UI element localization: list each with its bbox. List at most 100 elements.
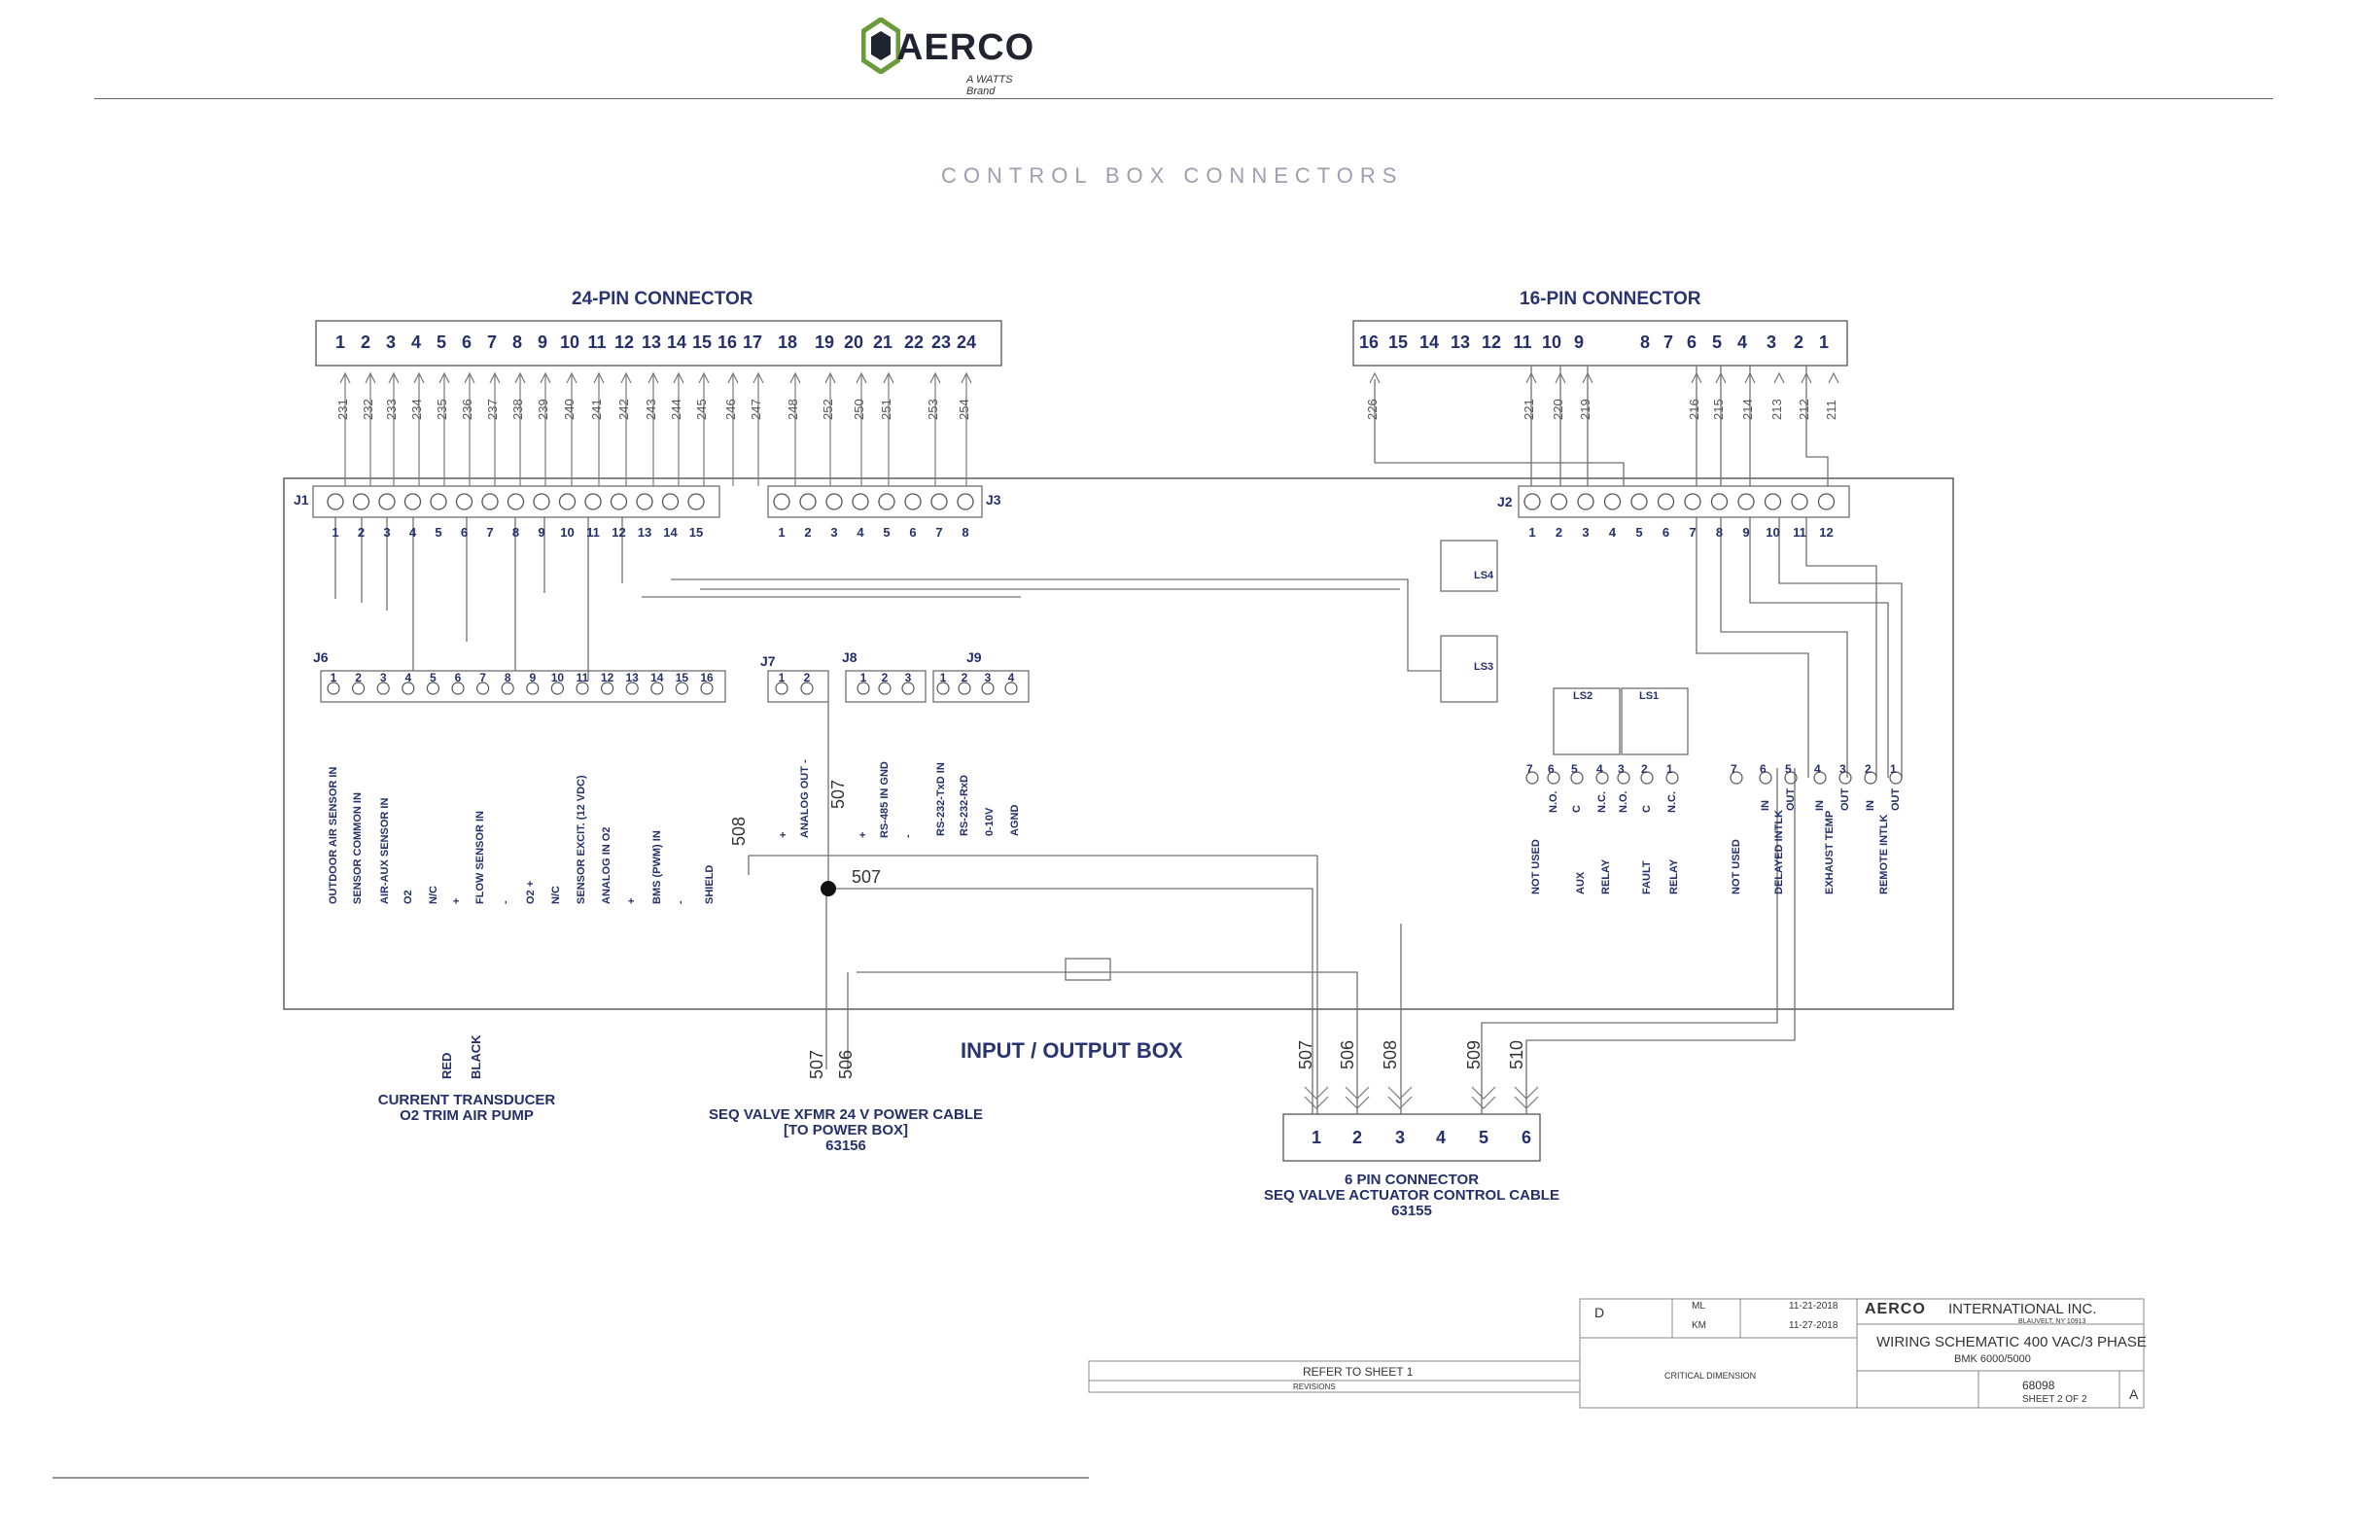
j6-signal-label: ANALOG IN O2 — [601, 826, 612, 904]
j8-pin-number: 2 — [881, 671, 889, 684]
j3-pin-circle — [825, 493, 843, 510]
connector24-arrow — [339, 371, 351, 384]
j2-right-terminal-circle — [1759, 771, 1772, 785]
power-wire-507: 507 — [807, 1049, 826, 1079]
j8-pin-circle — [878, 682, 892, 695]
j6-signal-label: O2 — [402, 890, 414, 904]
connector16-wire-label: 221 — [1522, 399, 1536, 420]
j6-pin-circle — [526, 682, 540, 695]
j1-pin-number: 13 — [637, 525, 652, 540]
connector24-pin: 5 — [436, 332, 446, 352]
j1-pin-circle — [352, 493, 370, 510]
tb-drawn-by: ML — [1692, 1301, 1705, 1312]
connector24-wire-label: 245 — [694, 399, 709, 420]
j9-signal-label: RS-232-TxD IN — [935, 762, 947, 836]
connector16-pin: 8 — [1639, 332, 1650, 352]
connector16-arrow — [1691, 371, 1702, 384]
connector24-arrow — [566, 371, 578, 384]
section-title: CONTROL BOX CONNECTORS — [941, 163, 1404, 188]
logo-wordmark: AERCO — [896, 27, 1035, 68]
j6-pin-circle — [476, 682, 490, 695]
j2-left-terminal-circle — [1525, 771, 1539, 785]
logo-subtitle: A WATTS Brand — [966, 74, 1013, 97]
connector16-pin: 13 — [1450, 332, 1471, 352]
j6-signal-label: SENSOR COMMON IN — [352, 792, 364, 904]
j3-pin-circle — [904, 493, 922, 510]
connector16-arrow — [1525, 371, 1537, 384]
power-cable-line3: 63156 — [825, 1138, 866, 1154]
connector24-arrow — [648, 371, 659, 384]
j2-right-terminal-code: IN — [1865, 800, 1876, 811]
j9-pin-circle — [981, 682, 995, 695]
j3-pin-circle — [957, 493, 974, 510]
j7-pin-circle — [775, 682, 788, 695]
j2-pin-circle — [1550, 493, 1568, 510]
j2-left-terminal-circle — [1595, 771, 1609, 785]
j6-pin-circle — [550, 682, 565, 695]
j3-pin-circle — [930, 493, 948, 510]
j6-pin-circle — [501, 682, 514, 695]
connector24-arrow — [883, 371, 894, 384]
j2-right-terminal-number: 2 — [1865, 762, 1872, 776]
connector16-arrow — [1369, 371, 1381, 384]
j1-pin-circle — [403, 493, 422, 510]
connector24-wire-label: 246 — [723, 399, 738, 420]
j2-right-terminal-number: 7 — [1731, 762, 1737, 776]
connector24-arrow — [438, 371, 450, 384]
j1-pin-circle — [327, 493, 344, 510]
connector24-arrow — [824, 371, 836, 384]
j6-signal-label: - — [675, 900, 686, 904]
connector24-wire-label: 242 — [616, 399, 631, 420]
j6-signal-label: + — [626, 897, 638, 904]
tb-checked-by: KM — [1692, 1320, 1706, 1331]
j1-pin-number: 10 — [560, 525, 575, 540]
six-pin-arrow — [1471, 1086, 1496, 1100]
aerco-logo: AERCO A WATTS Brand — [861, 18, 1033, 97]
j1-pin-circle — [687, 493, 705, 510]
j6-signal-label: N/C — [550, 886, 562, 904]
connector24-wire-label: 248 — [786, 399, 800, 420]
six-pin-arrow — [1345, 1096, 1370, 1109]
j6-signal-label: AIR-AUX SENSOR IN — [379, 797, 391, 904]
connector24-wire-label: 233 — [384, 399, 399, 420]
j9-label: J9 — [966, 649, 982, 665]
j1-pin-circle — [430, 493, 447, 510]
j8-label: J8 — [842, 649, 858, 665]
connector24-pin: 11 — [587, 332, 607, 352]
connector24-pin: 13 — [641, 332, 662, 352]
j1-label: J1 — [294, 492, 309, 508]
transducer-caption-line1: CURRENT TRANSDUCER — [377, 1092, 556, 1108]
connector16-pin: 15 — [1387, 332, 1409, 352]
connector16-title: 16-PIN CONNECTOR — [1520, 289, 1701, 309]
j7-pin-number: 2 — [803, 671, 811, 684]
six-pin-arrow — [1387, 1096, 1413, 1109]
j9-pin-number: 2 — [961, 671, 968, 684]
tb-logo: AERCO — [1865, 1301, 1926, 1317]
connector24-arrow — [961, 371, 972, 384]
j9-pin-number: 1 — [939, 671, 947, 684]
j6-pin-number: 2 — [355, 671, 362, 684]
j1-pin-number: 6 — [460, 525, 469, 540]
j3-pin-number: 5 — [883, 525, 891, 540]
relay-ls3: LS3 — [1474, 661, 1494, 673]
j6-label: J6 — [313, 649, 329, 665]
connector16-pin: 11 — [1513, 332, 1532, 352]
j2-right-terminal-number: 4 — [1814, 762, 1821, 776]
seq-wire-507: 507 — [1296, 1039, 1315, 1069]
j2-right-terminal-circle — [1813, 771, 1827, 785]
j7-signal-label: + — [778, 831, 789, 838]
j6-pin-number: 12 — [600, 671, 614, 684]
j6-pin-number: 8 — [504, 671, 511, 684]
connector16-pin: 12 — [1481, 332, 1502, 352]
j8-signal-label: - — [902, 834, 914, 838]
j2-left-terminal-label: AUX — [1575, 871, 1587, 894]
seq-wire-510: 510 — [1507, 1039, 1526, 1069]
j8-pin-circle — [857, 682, 870, 695]
connector16-arrow — [1801, 371, 1812, 384]
j3-pin-number: 8 — [962, 525, 969, 540]
j6-pin-circle — [625, 682, 639, 695]
j6-pin-number: 10 — [550, 671, 565, 684]
j8-signal-label: RS-485 IN GND — [879, 761, 891, 838]
j2-left-terminal-number: 1 — [1666, 762, 1673, 776]
j2-pin-circle — [1737, 493, 1755, 510]
